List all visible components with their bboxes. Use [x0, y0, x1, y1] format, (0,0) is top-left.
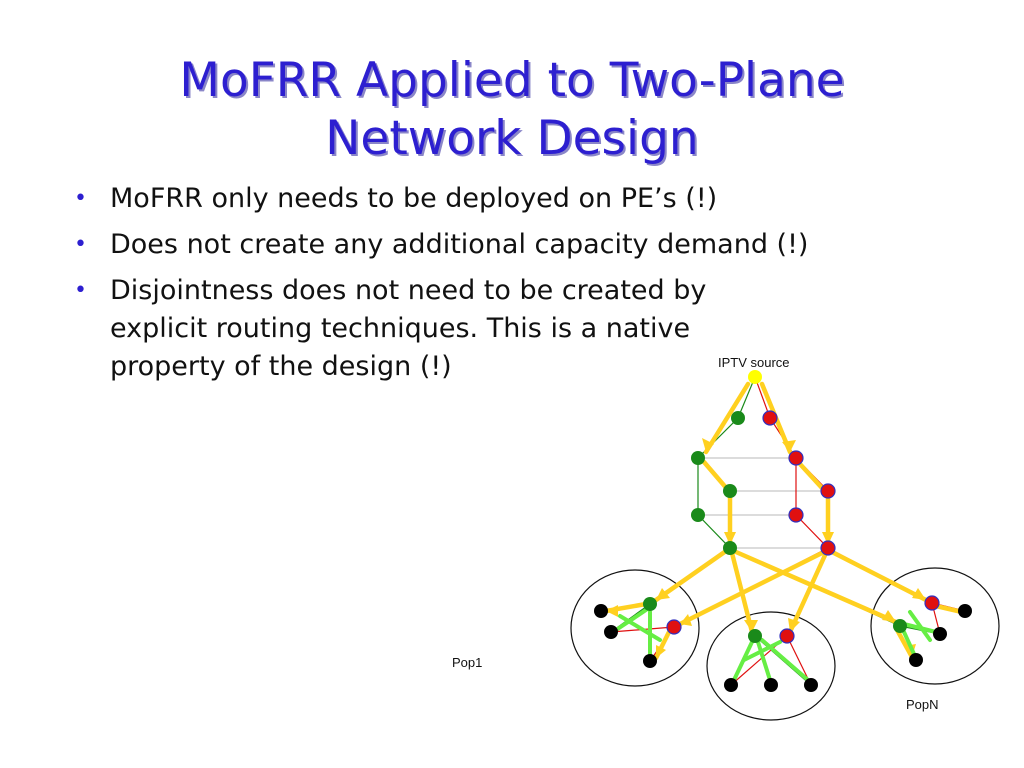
- bullet-item: • MoFRR only needs to be deployed on PE’…: [68, 180, 928, 218]
- red-pe-router: [666, 619, 682, 635]
- yellow-arrowhead: [606, 605, 618, 617]
- green-router: [691, 508, 705, 522]
- yellow-arrowhead: [724, 532, 736, 545]
- green-pe-router: [643, 597, 657, 611]
- receiver-node: [594, 604, 608, 618]
- pop1-label: Pop1: [452, 655, 483, 670]
- receiver-node: [804, 678, 818, 692]
- yellow-arrowhead: [656, 645, 666, 658]
- iptv-source-label: IPTV source: [718, 355, 790, 370]
- green-flow-arrow: [618, 614, 662, 642]
- yellow-arrowhead: [782, 440, 796, 452]
- yellow-flow-arrow: [733, 549, 899, 625]
- red-router: [762, 410, 778, 426]
- popn-label: PopN: [906, 697, 939, 712]
- red-pe-router: [924, 595, 940, 611]
- green-pe-router: [748, 629, 762, 643]
- yellow-flow-arrow: [677, 549, 827, 627]
- yellow-arrowhead: [882, 610, 896, 622]
- receiver-node: [909, 653, 923, 667]
- bullet-item: • Disjointness does not need to be creat…: [68, 272, 928, 386]
- bullet-text-line: Disjointness does not need to be created…: [110, 275, 707, 306]
- red-plane-routers: [666, 410, 940, 644]
- bullet-text: Does not create any additional capacity …: [110, 229, 809, 260]
- yellow-arrowhead: [744, 620, 758, 632]
- slide-title: MoFRR Applied to Two-Plane Network Desig…: [0, 52, 1024, 168]
- yellow-flow-arrow: [703, 381, 751, 455]
- receiver-node: [724, 678, 738, 692]
- green-plane-routers: [643, 411, 907, 643]
- green-flow-arrow: [902, 630, 916, 656]
- pop-middle-boundary: [706, 611, 836, 721]
- red-router: [820, 540, 836, 556]
- pop1-boundary: [570, 569, 700, 687]
- red-router: [788, 450, 804, 466]
- title-line-2: Network Design: [325, 111, 699, 166]
- green-flow-arrow: [742, 640, 782, 662]
- green-router: [691, 451, 705, 465]
- yellow-flow-arrow: [829, 549, 929, 603]
- receiver-node: [764, 678, 778, 692]
- yellow-arrowhead: [680, 614, 692, 626]
- yellow-flow-arrow: [787, 550, 829, 635]
- green-flow-arrow: [614, 608, 648, 632]
- yellow-arrowhead: [788, 618, 800, 632]
- green-router: [723, 484, 737, 498]
- bullet-dot-icon: •: [74, 186, 87, 211]
- bullet-text-line: property of the design (!): [110, 351, 452, 382]
- yellow-arrowhead: [822, 532, 834, 545]
- red-pe-router: [779, 628, 795, 644]
- bullet-item: • Does not create any additional capacit…: [68, 226, 928, 264]
- bullet-dot-icon: •: [74, 278, 87, 303]
- green-pe-router: [893, 619, 907, 633]
- yellow-flow-arrow: [797, 461, 825, 491]
- receiver-node: [643, 654, 657, 668]
- red-router: [820, 483, 836, 499]
- receivers: [594, 604, 972, 692]
- iptv-source-node: [748, 370, 762, 384]
- red-router: [788, 507, 804, 523]
- title-line-1: MoFRR Applied to Two-Plane: [179, 53, 845, 108]
- bullet-list: • MoFRR only needs to be deployed on PE’…: [68, 180, 928, 394]
- green-flow-arrow: [908, 610, 932, 642]
- bullet-text-line: explicit routing techniques. This is a n…: [110, 313, 691, 344]
- yellow-flow-arrow: [653, 548, 729, 603]
- bullet-text: MoFRR only needs to be deployed on PE’s …: [110, 183, 718, 214]
- receiver-node: [604, 625, 618, 639]
- yellow-flow-arrow: [933, 603, 965, 615]
- green-router: [731, 411, 745, 425]
- green-flow-arrow: [756, 640, 772, 682]
- yellow-flow-arrow: [729, 550, 755, 635]
- yellow-flow-arrow: [701, 459, 731, 493]
- popn-boundary: [870, 567, 1000, 685]
- receiver-node: [933, 627, 947, 641]
- yellow-arrowhead: [912, 588, 926, 600]
- yellow-arrowhead: [702, 438, 714, 452]
- bullet-dot-icon: •: [74, 232, 87, 257]
- green-router: [723, 541, 737, 555]
- receiver-node: [958, 604, 972, 618]
- yellow-arrowhead: [656, 588, 670, 600]
